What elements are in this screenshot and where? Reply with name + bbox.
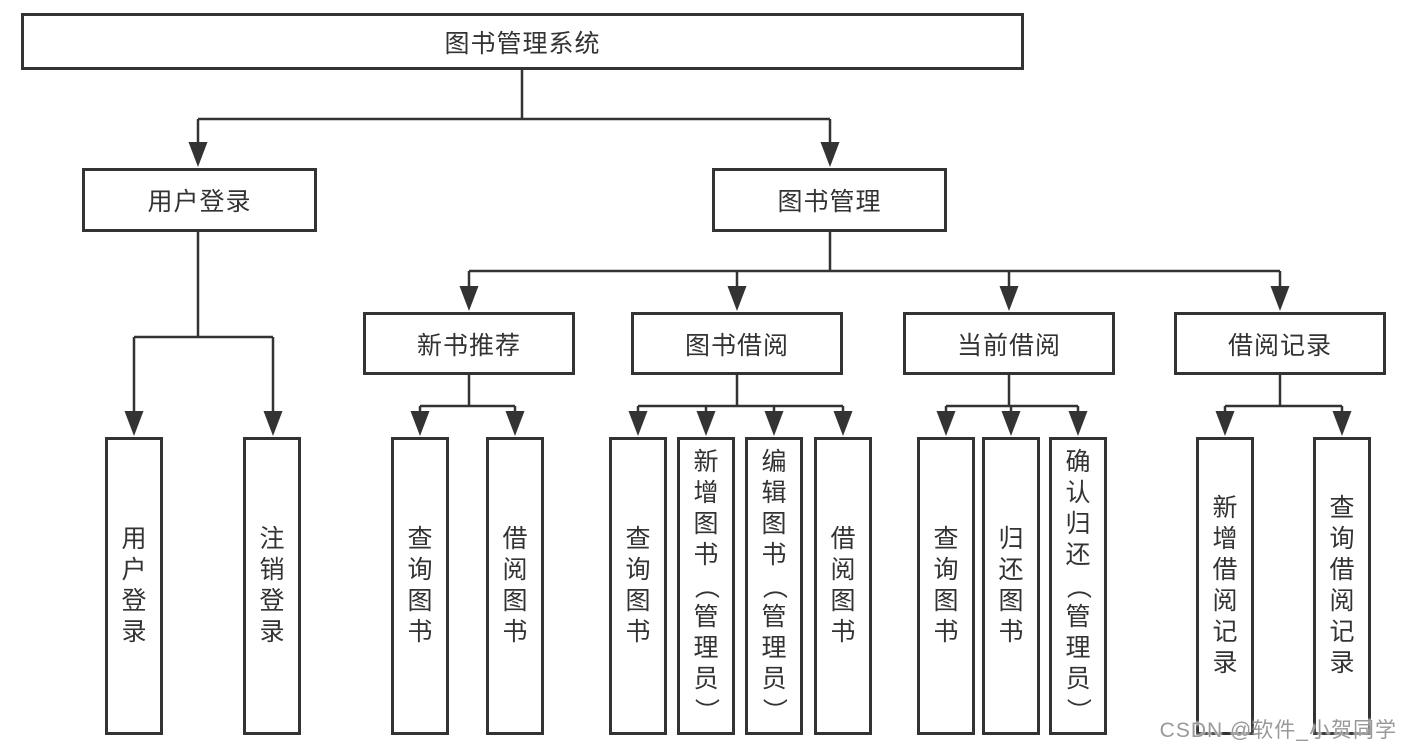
leaf-label: 借阅图书	[502, 525, 528, 646]
leaf-label: 查询图书	[933, 525, 959, 646]
leaf-confirm-return-admin: 确认归还（管理员）	[1049, 437, 1107, 735]
leaf-logout: 注销登录	[243, 437, 301, 735]
leaf-label: 用户登录	[121, 525, 147, 646]
node-label: 借阅记录	[1227, 331, 1332, 360]
leaf-borrow-books-recommend: 借阅图书	[486, 437, 544, 735]
leaf-return-books: 归还图书	[982, 437, 1040, 735]
leaf-label: 查询借阅记录	[1329, 494, 1355, 677]
leaf-add-borrow-record: 新增借阅记录	[1196, 437, 1254, 735]
edge-records-children	[1223, 375, 1344, 416]
leaf-label: 新增借阅记录	[1212, 494, 1238, 677]
edge-borrow-children	[636, 375, 845, 416]
node-current-borrowing: 当前借阅	[903, 312, 1115, 375]
node-label: 图书借阅	[684, 331, 789, 360]
edge-current-children	[944, 375, 1080, 416]
leaf-add-books-admin: 新增图书（管理员）	[677, 437, 735, 735]
leaf-label: 确认归还（管理员）	[1064, 447, 1093, 723]
leaf-borrow-books: 借阅图书	[814, 437, 872, 735]
edge-newbook-children	[418, 375, 517, 416]
leaf-label: 注销登录	[259, 525, 285, 646]
leaf-query-books-recommend: 查询图书	[391, 437, 449, 735]
node-label: 新书推荐	[416, 331, 521, 360]
leaf-label: 查询图书	[407, 525, 433, 646]
leaf-query-books-borrow: 查询图书	[609, 437, 667, 735]
edge-userlogin-children	[132, 232, 275, 416]
leaf-label: 编辑图书（管理员）	[760, 447, 789, 723]
leaf-label: 借阅图书	[830, 525, 856, 646]
leaf-user-login: 用户登录	[105, 437, 163, 735]
node-label: 用户登录	[147, 188, 252, 216]
node-library-management-system: 图书管理系统	[21, 13, 1024, 70]
node-book-management: 图书管理	[712, 168, 947, 232]
node-user-login: 用户登录	[82, 168, 317, 232]
leaf-label: 查询图书	[625, 525, 651, 646]
node-label: 图书管理	[777, 188, 882, 216]
node-label: 当前借阅	[956, 331, 1061, 360]
node-book-borrowing: 图书借阅	[631, 312, 843, 375]
edge-bookmgmt-children	[467, 232, 1282, 292]
edge-root-to-branch	[196, 70, 832, 148]
leaf-label: 新增图书（管理员）	[692, 447, 721, 723]
leaf-label: 归还图书	[998, 525, 1024, 646]
leaf-query-books-current: 查询图书	[917, 437, 975, 735]
node-label: 图书管理系统	[444, 29, 601, 58]
leaf-edit-books-admin: 编辑图书（管理员）	[745, 437, 803, 735]
leaf-query-borrow-record: 查询借阅记录	[1313, 437, 1371, 735]
csdn-watermark: CSDN @软件_小贺同学	[1159, 719, 1397, 742]
node-borrowing-records: 借阅记录	[1174, 312, 1386, 375]
node-new-book-recommendation: 新书推荐	[363, 312, 575, 375]
